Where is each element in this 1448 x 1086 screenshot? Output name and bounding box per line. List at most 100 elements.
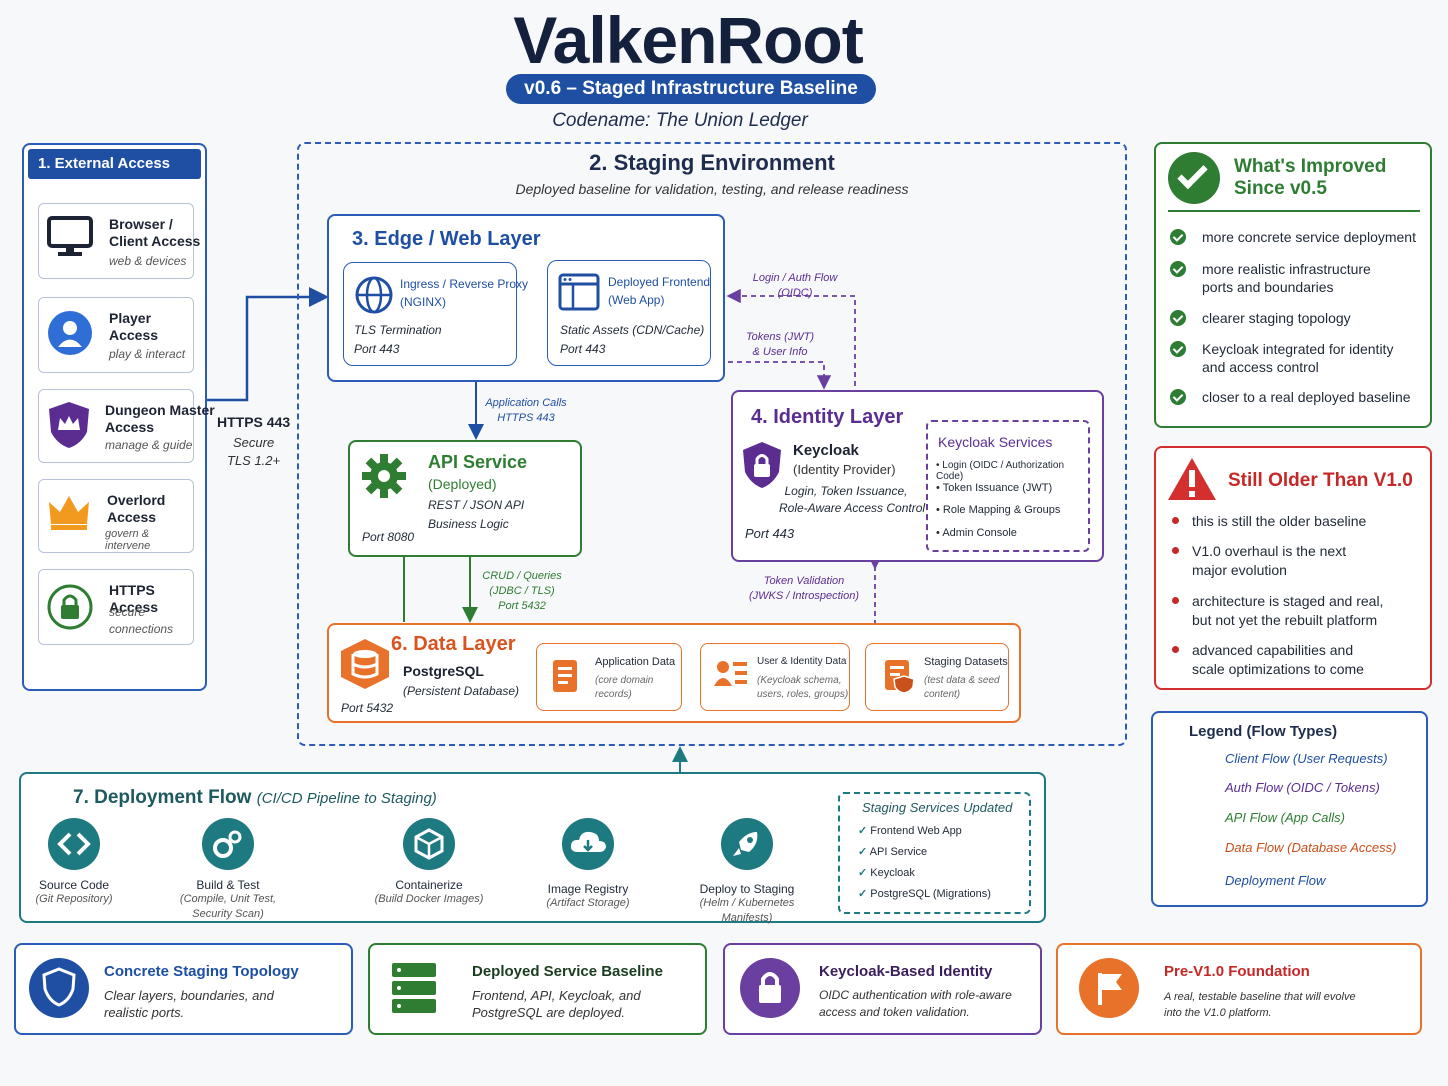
check-icon [1170, 261, 1186, 277]
older-panel: Still Older Than V1.0 this is still the … [1154, 446, 1432, 690]
card-browser[interactable]: Browser / Client Access web & devices [38, 203, 200, 279]
token-validation-label: Token Validation (JWKS / Introspection) [748, 575, 860, 602]
check-icon: ✓ [858, 888, 868, 900]
pipeline-step-registry[interactable]: Image Registry (Artifact Storage) [523, 818, 653, 911]
footer-title: Pre-V1.0 Foundation [1164, 963, 1310, 980]
footer-description: Frontend, API, Keycloak, and PostgreSQL … [472, 988, 641, 1020]
app-calls-label: Application Calls HTTPS 443 [485, 397, 567, 424]
legend-item: Auth Flow (OIDC / Tokens) [1225, 780, 1380, 795]
card-https[interactable]: HTTPS Access secure connections [38, 569, 194, 645]
crud-label: CRUD / Queries (JDBC / TLS) Port 5432 [482, 570, 562, 612]
identity-title: 4. Identity Layer [751, 406, 904, 428]
monitor-icon [47, 216, 93, 256]
deployment-title: 7. Deployment Flow (CI/CD Pipeline to St… [73, 787, 437, 808]
staging-updated-item: ✓ API Service [858, 846, 928, 858]
card-player[interactable]: Player Access play & interact [38, 297, 194, 373]
pipeline-step-containerize[interactable]: Containerize (Build Docker Images) [364, 818, 494, 907]
legend-panel: Legend (Flow Types) Client Flow (User Re… [1151, 711, 1428, 907]
external-access-title: 1. External Access Layer [28, 149, 201, 202]
container-icon [403, 818, 455, 870]
gear-icon [362, 454, 406, 498]
keycloak-service-item: • Admin Console [936, 527, 1017, 539]
crown-icon [49, 496, 89, 530]
edge-web-layer-panel: 3. Edge / Web Layer Ingress / Reverse Pr… [327, 214, 725, 382]
staging-environment-panel [297, 142, 1127, 746]
shield-icon [29, 958, 89, 1018]
footer-card-identity: Keycloak-Based Identity OIDC authenticat… [723, 943, 1042, 1035]
web-app-icon [558, 273, 600, 311]
card-title: Browser / Client Access [109, 216, 201, 249]
data-title: 6. Data Layer [391, 633, 516, 655]
api-service-panel[interactable]: API Service (Deployed) REST / JSON API B… [348, 440, 582, 557]
legend-item: Deployment Flow [1225, 873, 1326, 888]
footer-title: Keycloak-Based Identity [819, 963, 993, 980]
crown-shield-icon [49, 402, 89, 448]
user-identity-data-sub: (Keycloak schema, users, roles, groups) [757, 675, 849, 700]
data-layer-panel: 6. Data Layer PostgreSQL (Persistent Dat… [327, 623, 1021, 723]
pipeline-step-build[interactable]: Build & Test (Compile, Unit Test, Securi… [163, 818, 293, 922]
footer-title: Deployed Service Baseline [472, 963, 663, 980]
card-subtitle: web & devices [109, 254, 187, 268]
staging-updated-item: ✓ Frontend Web App [858, 825, 962, 837]
footer-card-foundation: Pre-V1.0 Foundation A real, testable bas… [1056, 943, 1422, 1035]
staging-subtitle: Deployed baseline for validation, testin… [515, 181, 909, 197]
check-icon [1170, 229, 1186, 245]
card-title: HTTPS Access [109, 582, 159, 615]
divider [1168, 210, 1420, 212]
staging-datasets-box[interactable]: Staging Datasets (test data & seed conte… [865, 643, 1009, 711]
document-icon [553, 660, 577, 692]
frontend-box[interactable]: Deployed Frontend (Web App) Static Asset… [547, 260, 711, 366]
check-icon [1170, 341, 1186, 357]
card-subtitle: govern & intervene [105, 528, 151, 552]
tls-label: TLS 1.2+ [227, 453, 281, 468]
frontend-title: Deployed Frontend (Web App) [608, 275, 711, 307]
https-label: HTTPS 443 [217, 414, 291, 430]
user-identity-data-title: User & Identity Data [757, 656, 847, 667]
pipeline-step-deploy[interactable]: Deploy to Staging (Helm / Kubernetes Man… [682, 818, 812, 926]
card-title: Dungeon Master Access [105, 402, 215, 435]
card-overlord[interactable]: Overlord Access govern & intervene [38, 479, 194, 553]
check-icon: ✓ [858, 846, 868, 858]
application-data-sub: (core domain records) [595, 675, 654, 700]
frontend-port: Port 443 [560, 342, 606, 356]
legend-item: API Flow (App Calls) [1225, 810, 1345, 825]
gears-icon [202, 818, 254, 870]
api-title: API Service [428, 452, 528, 472]
pipeline-step-source[interactable]: Source Code (Git Repository) [9, 818, 139, 907]
postgres-port: Port 5432 [341, 701, 394, 715]
staging-datasets-sub: (test data & seed content) [924, 675, 1000, 700]
card-dungeon-master[interactable]: Dungeon Master Access manage & guide [38, 389, 215, 463]
check-circle-icon [1168, 152, 1220, 204]
staging-updated-item: ✓ Keycloak [858, 867, 915, 879]
user-list-icon [714, 661, 747, 686]
external-access-panel: 1. External Access Layer Browser / Clien… [22, 143, 215, 691]
ingress-title: Ingress / Reverse Proxy (NGINX) [400, 277, 529, 309]
footer-card-topology: Concrete Staging Topology Clear layers, … [14, 943, 353, 1035]
check-icon [1170, 310, 1186, 326]
footer-title: Concrete Staging Topology [104, 963, 299, 980]
older-title: Still Older Than V1.0 [1228, 470, 1413, 491]
application-data-box[interactable]: Application Data (core domain records) [536, 643, 682, 711]
dataset-shield-icon [885, 660, 915, 694]
user-identity-data-box[interactable]: User & Identity Data (Keycloak schema, u… [700, 643, 850, 711]
codename: Codename: The Union Ledger [552, 110, 808, 131]
keycloak-service-item: • Login (OIDC / Authorization Code) [936, 460, 1065, 482]
keycloak-shield-icon [743, 442, 781, 488]
deployment-flow-panel: 7. Deployment Flow (CI/CD Pipeline to St… [19, 772, 1046, 926]
staging-datasets-title: Staging Datasets [924, 656, 1008, 668]
legend-item: Data Flow (Database Access) [1225, 840, 1397, 855]
keycloak-port: Port 443 [745, 526, 795, 541]
card-subtitle: secure connections [109, 605, 174, 636]
staging-title: 2. Staging Environment [589, 150, 835, 175]
keycloak-services-title: Keycloak Services [938, 434, 1053, 450]
legend-item: Client Flow (User Requests) [1225, 751, 1388, 766]
keycloak-service-item: • Token Issuance (JWT) [936, 482, 1053, 494]
lock-icon [740, 958, 800, 1018]
ingress-port: Port 443 [354, 342, 400, 356]
code-icon [48, 818, 100, 870]
ingress-box[interactable]: Ingress / Reverse Proxy (NGINX) TLS Term… [343, 262, 528, 366]
footer-description: A real, testable baseline that will evol… [1164, 991, 1356, 1019]
check-icon [1170, 389, 1186, 405]
keycloak-description: Login, Token Issuance, Role-Aware Access… [779, 484, 926, 515]
postgres-description: (Persistent Database) [403, 684, 520, 698]
